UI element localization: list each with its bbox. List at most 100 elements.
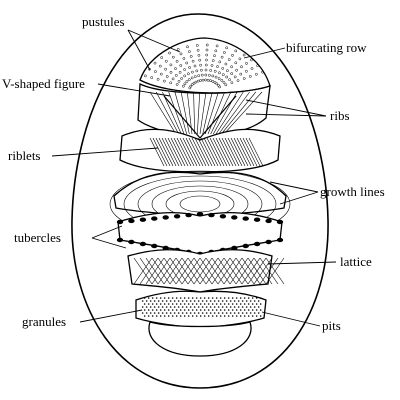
granule [247,309,250,311]
granule [183,309,186,311]
granule [259,309,262,311]
rib-lines [149,91,263,139]
granule [211,297,214,299]
tubercle [253,217,261,222]
granule [217,306,220,308]
tubercle [128,218,135,224]
tubercle [231,215,238,220]
granule [227,309,230,311]
granule [223,303,226,305]
valve-6-lattice [127,249,285,293]
valve-2-ribs [137,82,271,141]
granule [251,315,254,317]
granule [161,306,164,308]
granule [207,315,210,317]
granule [235,315,238,317]
granule [209,306,212,308]
granule [259,297,262,299]
riblet-line [221,137,237,167]
lattice-line [265,257,285,285]
granule [161,300,164,302]
granule [149,300,152,302]
granule [241,306,244,308]
granule [159,303,162,305]
granule [159,309,162,311]
granule [185,300,188,302]
granule [235,303,238,305]
granule [143,297,146,299]
granule [151,315,154,317]
granule [239,309,242,311]
granule [191,297,194,299]
riblet-line [224,137,240,167]
riblet-line [236,137,252,167]
granule [151,309,154,311]
granule [223,315,226,317]
granule [197,312,200,314]
rib-line [221,91,257,135]
label-pits: pits [322,318,341,333]
granule [257,306,260,308]
rib-line [202,91,213,135]
granule [239,315,242,317]
granule [231,315,234,317]
riblet-line [179,137,195,167]
granule [169,312,172,314]
granule [177,312,180,314]
granule [199,303,202,305]
tubercle [139,217,147,222]
granule [223,309,226,311]
riblet-line [164,137,180,167]
granule [231,309,234,311]
granule [215,303,218,305]
granule [185,306,188,308]
granule [175,303,178,305]
granule [155,309,158,311]
granule [163,303,166,305]
granule [183,297,186,299]
granule [193,312,196,314]
granule [247,315,250,317]
granule [251,303,254,305]
granule [221,312,224,314]
granule [191,309,194,311]
granule [243,315,246,317]
granule [191,303,194,305]
granule [167,309,170,311]
tubercle [196,211,204,217]
granule [201,312,204,314]
granule [169,300,172,302]
granule [165,306,168,308]
granule [243,309,246,311]
label-riblets: riblets [8,148,41,163]
rib-line [162,91,182,135]
granule [249,312,252,314]
granule [207,309,210,311]
granule [209,300,212,302]
lattice-lines [133,257,285,285]
riblet-line [197,137,213,167]
granule [225,306,228,308]
granule [259,303,262,305]
riblet-line [206,137,222,167]
granule [165,300,168,302]
granule [167,315,170,317]
granule [255,309,258,311]
granule [251,309,254,311]
riblet-line [176,137,192,167]
granule [159,315,162,317]
tubercle [151,243,158,249]
granule [221,306,224,308]
granule [213,312,216,314]
granule [187,309,190,311]
granule [233,300,236,302]
granule [211,315,214,317]
granule [195,297,198,299]
granule [181,306,184,308]
granule [173,306,176,308]
granule [225,300,228,302]
rib-line [155,91,179,135]
granule [195,303,198,305]
granule [227,303,230,305]
granule-dots [141,297,262,317]
